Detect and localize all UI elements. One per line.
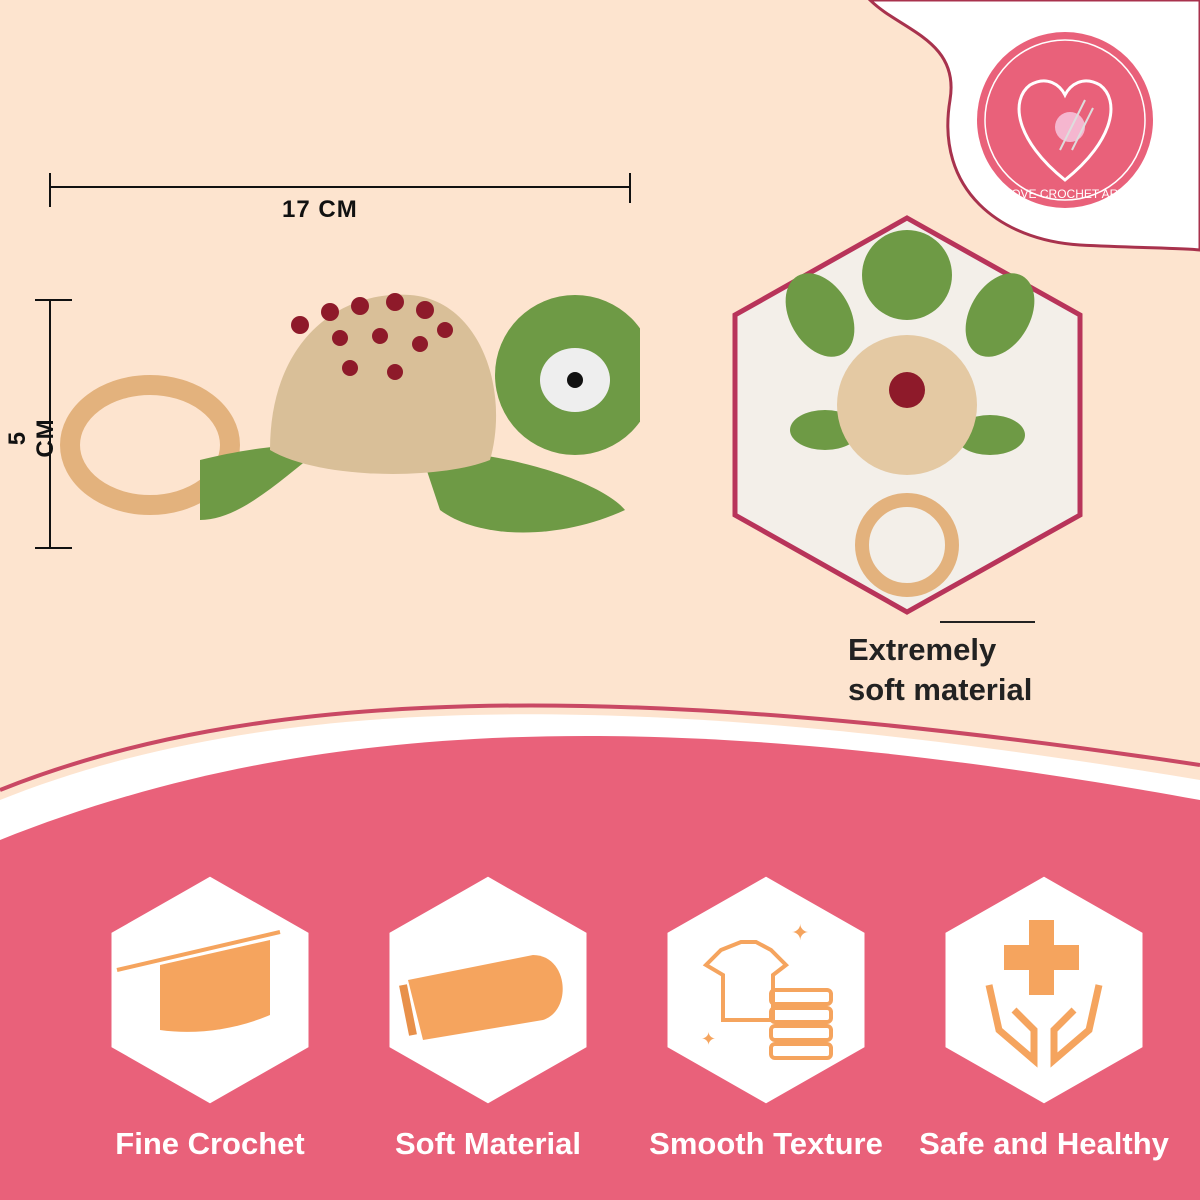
turtle-product-image xyxy=(60,293,640,533)
caption-line-2: soft material xyxy=(848,672,1033,707)
feature-smooth-texture: ✦ ✦ Smooth Texture xyxy=(636,870,896,1161)
folded-clothes-icon: ✦ ✦ xyxy=(664,873,868,1107)
svg-text:✦: ✦ xyxy=(791,920,809,945)
logo-text: LOVE CROCHET ART xyxy=(1005,187,1127,201)
feature-fine-crochet: Fine Crochet xyxy=(80,870,340,1161)
feature-safe-healthy: Safe and Healthy xyxy=(914,870,1174,1161)
feature-label: Smooth Texture xyxy=(649,1126,883,1161)
feature-label: Safe and Healthy xyxy=(919,1126,1169,1161)
health-hands-icon xyxy=(942,873,1146,1107)
caption-rule xyxy=(940,621,1035,623)
svg-text:✦: ✦ xyxy=(701,1029,716,1049)
knitting-icon xyxy=(108,873,312,1107)
dimension-lines xyxy=(35,173,631,549)
turtle-top-view-image xyxy=(732,215,1083,615)
soft-material-caption: Extremely soft material xyxy=(848,630,1032,710)
feature-label: Fine Crochet xyxy=(115,1126,305,1161)
brand-logo: LOVE CROCHET ART xyxy=(977,32,1153,208)
width-label: 17 CM xyxy=(282,196,358,223)
feature-soft-material: Soft Material xyxy=(358,870,618,1161)
blanket-icon xyxy=(386,873,590,1107)
caption-line-1: Extremely xyxy=(848,632,997,667)
feature-label: Soft Material xyxy=(394,1126,582,1161)
